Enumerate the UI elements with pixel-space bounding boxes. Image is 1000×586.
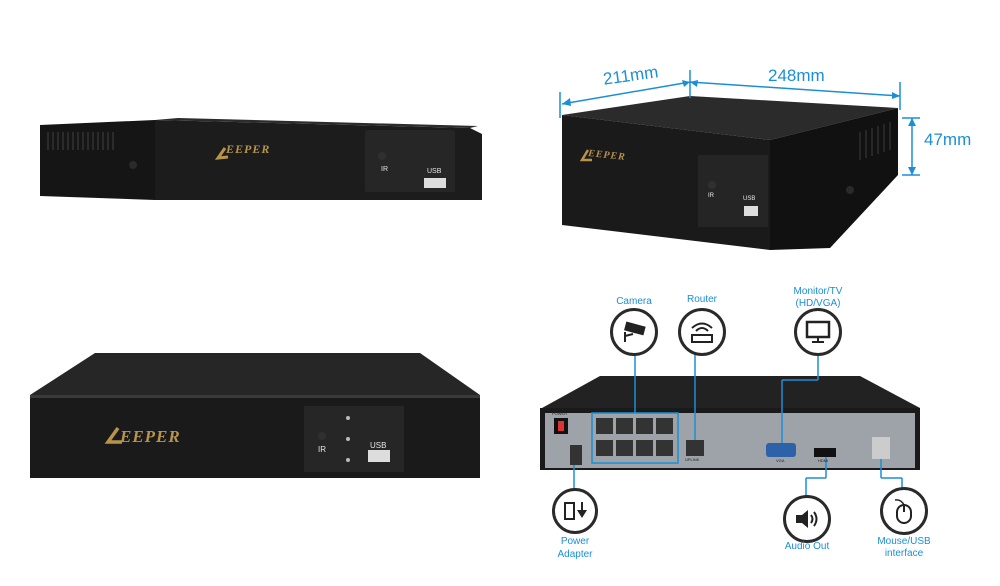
rear-hdmi-print: HDMI (818, 458, 829, 463)
monitor-label-line2: (HD/VGA) (795, 298, 841, 309)
usb-label-1: USB (427, 168, 442, 175)
rear-vga-print: VGA (776, 458, 785, 463)
mouse-label-line1: Mouse/USB (877, 536, 931, 547)
nvr-rear-view-drawing (540, 348, 920, 496)
speaker-icon (783, 495, 831, 543)
power-label-line1: Power (560, 536, 590, 547)
nvr-side-view-drawing (40, 118, 482, 200)
router-label: Router (686, 294, 717, 305)
rear-power-print: POWER (552, 411, 568, 416)
usb-label-3: USB (370, 441, 387, 450)
ir-label-2: IR (708, 193, 714, 199)
monitor-icon (794, 308, 842, 356)
ir-label-1: IR (381, 166, 388, 173)
width-dimension: 248mm (768, 66, 825, 85)
nvr-front-view: EEPER IR USB (0, 290, 500, 586)
height-dimension: 47mm (924, 130, 972, 149)
nvr-dimensions-view: 211mm 248mm 47mm EEPER IR USB (500, 0, 1000, 270)
nvr-front-view-drawing (30, 353, 480, 478)
router-icon (678, 308, 726, 356)
nvr-side-view: EEPER IR USB (0, 0, 500, 270)
rear-uplink-print: UPLINK (685, 457, 700, 462)
brand-logo-3: EEPER (120, 427, 181, 446)
brand-logo-1: EEPER (226, 142, 271, 156)
power-label-line2: Adapter (557, 549, 593, 560)
camera-icon (610, 308, 658, 356)
camera-label: Camera (616, 296, 652, 307)
mouse-label-line2: interface (884, 548, 924, 559)
ir-label-3: IR (318, 445, 326, 454)
monitor-label-line1: Monitor/TV (793, 286, 843, 297)
nvr-dimensions-drawing (559, 70, 920, 250)
nvr-rear-view: Camera Router Monitor/TV (HD/VGA) Power … (500, 280, 1000, 586)
usb-label-2: USB (743, 196, 756, 202)
power-adapter-icon (552, 488, 598, 534)
audio-label: Audio Out (784, 541, 830, 552)
mouse-icon (880, 487, 928, 535)
